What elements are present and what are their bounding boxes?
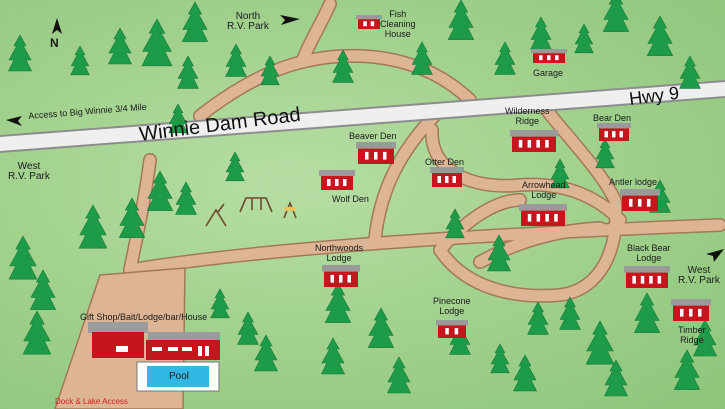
east-rv-arrow-icon [706, 249, 724, 262]
tree-icon [324, 282, 352, 323]
tree-icon [29, 269, 57, 310]
west-rv-park-label: West R.V. Park [8, 161, 50, 182]
tree-icon [486, 234, 512, 272]
tree-icon [7, 34, 33, 72]
tree-icon [530, 16, 552, 50]
tree-icon [673, 349, 701, 390]
pool-label: Pool [169, 371, 190, 382]
tree-icon [332, 49, 354, 83]
tree-icon [225, 43, 247, 77]
black-bear-lodge-label: Black Bear Lodge [627, 243, 671, 263]
northwoods-lodge-label: Northwoods Lodge [315, 243, 364, 263]
gift-shop-label: Gift Shop/Bait/Lodge/bar/House [80, 312, 208, 322]
dock-access-label: Dock & Lake Access [55, 397, 128, 406]
north-rv-park-label: North R.V. Park [227, 11, 269, 32]
tree-icon [177, 55, 199, 89]
black-bear-lodge-cabin [624, 266, 670, 288]
pinecone-lodge-label: Pinecone Lodge [433, 296, 471, 316]
tree-icon [646, 15, 674, 56]
tree-icon [679, 55, 701, 89]
tree-icon [78, 204, 108, 249]
tree-icon [210, 288, 230, 319]
highway [0, 80, 725, 153]
tree-icon [237, 311, 259, 345]
tree-icon [692, 319, 718, 357]
tree-icon [512, 354, 538, 392]
tree-icon [550, 158, 570, 189]
antler-lodge-label: Antler lodge [609, 177, 658, 187]
tree-icon [445, 208, 465, 239]
tree-icon [107, 27, 133, 65]
bear-den-label: Bear Den [593, 113, 632, 123]
tree-icon [386, 356, 412, 394]
beaver-den-label: Beaver Den [349, 131, 397, 141]
trees [7, 0, 718, 397]
tree-icon [490, 343, 510, 374]
garage-cabin [531, 49, 567, 63]
otter-den-cabin [430, 167, 464, 187]
tree-icon [559, 296, 581, 330]
timber-ridge-cabin [671, 299, 711, 321]
north-arrow-icon [52, 18, 62, 34]
tree-icon [146, 170, 174, 211]
tree-icon [168, 103, 188, 134]
tree-icon [602, 0, 630, 32]
tree-icon [494, 41, 516, 75]
wilderness-ridge-label: Wilderness Ridge [505, 106, 550, 126]
tree-icon [595, 138, 615, 169]
arrowhead-lodge-cabin [519, 204, 567, 226]
tree-icon [411, 41, 433, 75]
northwoods-lodge-cabin [322, 265, 360, 287]
fish-cleaning-cabin [356, 15, 382, 29]
playground-icon [205, 197, 297, 227]
east-rv-park-label: West R.V. Park [678, 265, 720, 286]
tree-icon [22, 310, 52, 355]
compass-n: N [50, 36, 59, 50]
wolf-den-cabin [319, 170, 355, 190]
tree-icon [367, 307, 395, 348]
tree-icon [141, 18, 173, 67]
bear-den-cabin [597, 123, 631, 141]
wilderness-ridge-cabin [510, 130, 558, 152]
tree-icon [225, 151, 245, 182]
tree-icon [181, 1, 209, 42]
garage-label: Garage [533, 68, 564, 78]
tree-icon [633, 292, 661, 333]
pinecone-lodge-cabin [436, 320, 468, 338]
wolf-den-label: Wolf Den [332, 194, 369, 204]
tree-icon [70, 45, 90, 76]
tree-icon [603, 359, 629, 397]
north-rv-arrow-icon [280, 15, 300, 25]
tree-icon [118, 197, 146, 238]
antler-lodge-cabin [620, 189, 660, 211]
tree-icon [320, 337, 346, 375]
pool [136, 361, 220, 392]
access-arrow-icon [6, 116, 22, 126]
tree-icon [260, 55, 280, 86]
tree-icon [585, 320, 615, 365]
otter-den-label: Otter Den [425, 157, 465, 167]
arrowhead-lodge-label: Arrowhead Lodge [522, 180, 566, 200]
tree-icon [8, 235, 38, 280]
tree-icon [175, 181, 197, 215]
gift-shop-building [88, 322, 220, 360]
timber-ridge-label: Timber Ridge [678, 325, 706, 345]
tree-icon [574, 23, 594, 54]
tree-icon [527, 301, 549, 335]
tree-icon [253, 334, 279, 372]
fish-cleaning-label: Fish Cleaning House [380, 9, 416, 39]
beaver-den-cabin [356, 142, 396, 164]
tree-icon [447, 0, 475, 40]
cabins [319, 15, 711, 338]
